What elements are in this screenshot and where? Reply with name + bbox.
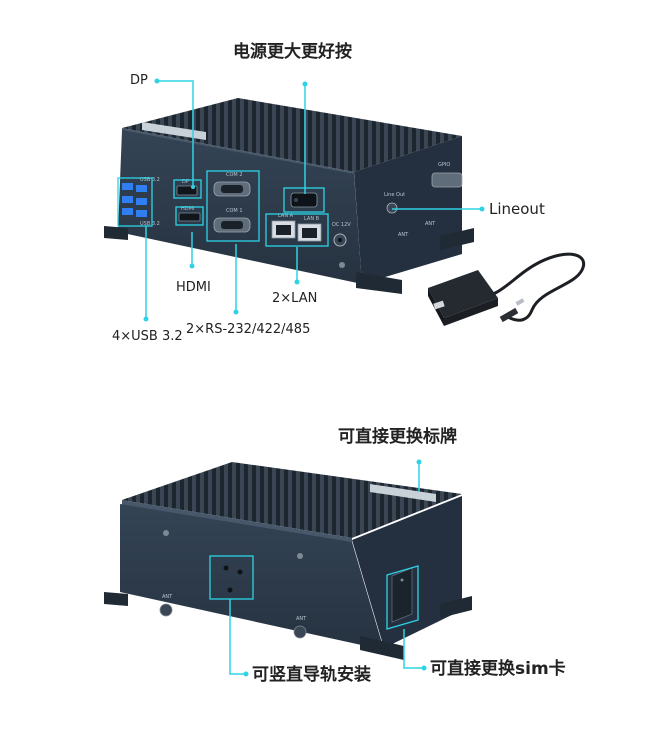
hdmi-caption: HDMI [176,280,211,295]
dc-label: DC 12V [332,222,351,228]
line-out-jack [386,202,398,214]
lan-caption: 2×LAN [272,291,317,306]
nameplate-caption: 可直接更换标牌 [338,426,457,447]
usb-ports: USB 3.2 USB 3.2 [122,177,160,227]
top-heatsink [122,98,462,172]
rail-mount-caption: 可竖直导轨安装 [252,664,371,685]
lan-b-label: LAN B [304,216,320,222]
bottom-ant-right-label: ANT [296,616,307,622]
lan-a-label: LAN A [278,213,294,219]
hdmi-port [178,212,201,222]
lan-ports: LAN A LAN B [271,213,322,242]
bottom-front-panel [120,504,384,650]
top-leader-lines [117,78,485,322]
hdmi-port-label: HDMI [181,206,194,212]
power-button[interactable] [290,192,318,208]
bottom-device: ANT ANT [104,462,472,660]
dp-port-label: DP [182,179,189,185]
ant-label-1: ANT [398,232,409,238]
line-out-port-label: Line Out [384,192,405,198]
usb-port-label-b: USB 3.2 [140,221,160,227]
usb-port-label-a: USB 3.2 [140,177,160,183]
bottom-nameplate [370,484,436,502]
bottom-ant-left-label: ANT [162,594,173,600]
usb-caption: 4×USB 3.2 [112,329,183,344]
power-adapter [428,252,586,326]
dp-caption: DP [130,73,148,88]
gpio-port [431,172,463,188]
rs232-caption: 2×RS-232/422/485 [186,322,310,337]
power-button-caption: 电源更大更好按 [233,41,352,62]
bottom-leader-lines [209,459,427,677]
com2-label: COM 2 [226,172,243,178]
sim-card-panel [391,567,413,623]
bottom-heatsink [122,462,462,538]
ant-label-2: ANT [425,221,436,227]
lineout-caption: Lineout [489,200,545,218]
sim-card-caption: 可直接更换sim卡 [430,658,566,679]
com1-label: COM 1 [226,208,243,214]
gpio-label: GPIO [438,162,450,168]
com-ports: COM 2 COM 1 [213,172,251,233]
top-device: USB 3.2 USB 3.2 DP HDMI COM 2 COM 1 LAN … [104,98,474,294]
